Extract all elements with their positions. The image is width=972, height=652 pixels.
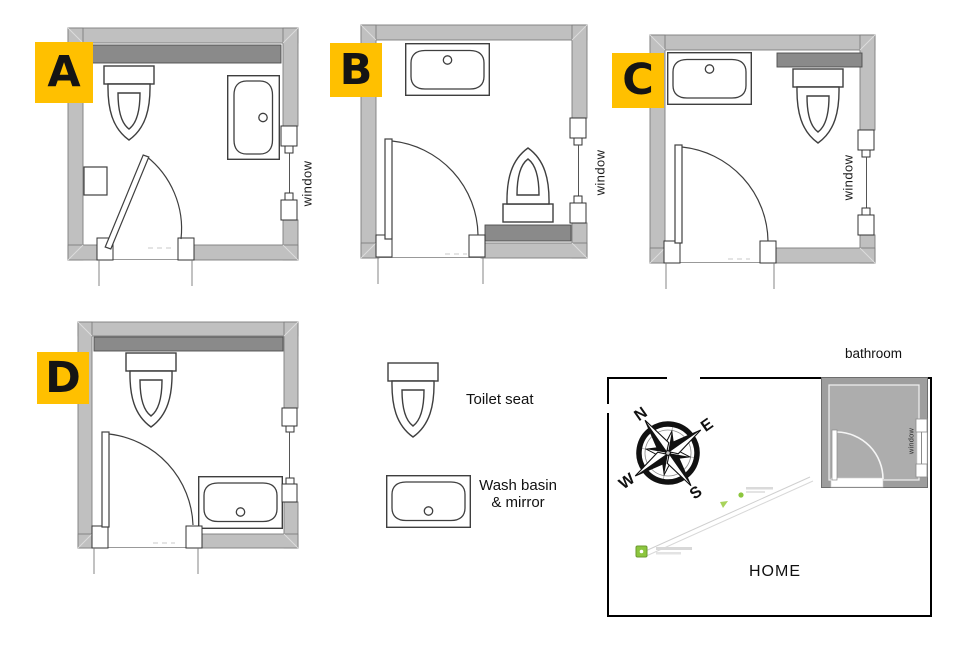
toilet-seat-icon bbox=[502, 147, 554, 223]
mirror-shelf bbox=[93, 336, 284, 352]
wash-basin-mirror-icon bbox=[667, 52, 752, 106]
map-line bbox=[640, 476, 811, 554]
mirror-shelf bbox=[84, 44, 282, 64]
window-label-a: window bbox=[299, 160, 315, 207]
home-outline-gap-top bbox=[667, 375, 700, 381]
home-label: HOME bbox=[749, 563, 801, 580]
window-label-b: window bbox=[592, 149, 608, 196]
legend-basin-label-line1: Wash basin bbox=[479, 477, 557, 494]
mirror-shelf bbox=[484, 224, 572, 242]
wash-basin-mirror-icon bbox=[226, 75, 280, 161]
map-marker-dot bbox=[639, 549, 644, 554]
mini-bathroom bbox=[821, 377, 928, 488]
toilet-seat-icon bbox=[125, 352, 177, 428]
floor-plan-d bbox=[77, 321, 299, 574]
plan-label-a: A bbox=[35, 42, 93, 103]
map-artifacts bbox=[635, 476, 814, 558]
compass-east-label: E bbox=[698, 415, 717, 435]
wall-corner-seams bbox=[649, 34, 876, 264]
map-marker-green bbox=[738, 492, 744, 498]
compass-rose-icon: N E S W bbox=[616, 404, 717, 503]
wall-corner-seams bbox=[360, 24, 588, 259]
map-line bbox=[643, 480, 814, 558]
legend-basin-icon bbox=[386, 475, 471, 528]
map-text-smudge bbox=[656, 552, 681, 555]
wash-basin-mirror-icon bbox=[197, 476, 283, 529]
window-icon bbox=[280, 125, 298, 221]
bathroom-label: bathroom bbox=[845, 346, 903, 361]
mirror-shelf bbox=[776, 52, 863, 68]
map-marker-green bbox=[720, 501, 728, 508]
plan-label-b: B bbox=[330, 43, 382, 97]
wall-corner-seams bbox=[77, 321, 299, 549]
compass-west-label: W bbox=[616, 470, 639, 493]
mini-window-label: window bbox=[906, 427, 916, 455]
window-icon bbox=[281, 407, 298, 503]
door-swing-icon bbox=[375, 138, 486, 284]
legend-toilet-icon bbox=[387, 362, 439, 438]
floor-plan-b bbox=[360, 24, 588, 284]
plan-label-d: D bbox=[37, 352, 89, 404]
wash-basin-mirror-icon bbox=[405, 43, 490, 97]
window-label-c: window bbox=[840, 154, 856, 201]
window-icon bbox=[569, 117, 587, 224]
toilet-seat-icon bbox=[103, 65, 155, 141]
door-swing-icon bbox=[96, 154, 195, 286]
map-text-smudge bbox=[746, 487, 773, 490]
home-outline-gap-left bbox=[605, 404, 611, 413]
legend-basin-label-line2: & mirror bbox=[491, 494, 545, 511]
map-text-smudge bbox=[746, 491, 765, 493]
toilet-seat-icon bbox=[792, 68, 844, 144]
floor-plan-a bbox=[67, 27, 299, 286]
door-swing-icon bbox=[91, 431, 203, 574]
window-icon bbox=[857, 129, 875, 236]
compass-south-label: S bbox=[687, 483, 706, 503]
door-swing-icon bbox=[663, 144, 777, 289]
plan-label-c: C bbox=[612, 53, 664, 108]
wall-cabinet bbox=[83, 166, 108, 196]
legend-toilet-label: Toilet seat bbox=[466, 391, 534, 408]
legend-basin-label: Wash basin & mirror bbox=[473, 477, 563, 511]
compass-cardinal-points bbox=[634, 419, 702, 487]
compass-north-label: N bbox=[631, 404, 650, 425]
map-text-smudge bbox=[656, 547, 692, 550]
wall-corner-seams bbox=[67, 27, 299, 261]
mini-door-icon bbox=[830, 429, 884, 488]
mini-window-icon bbox=[915, 418, 928, 478]
